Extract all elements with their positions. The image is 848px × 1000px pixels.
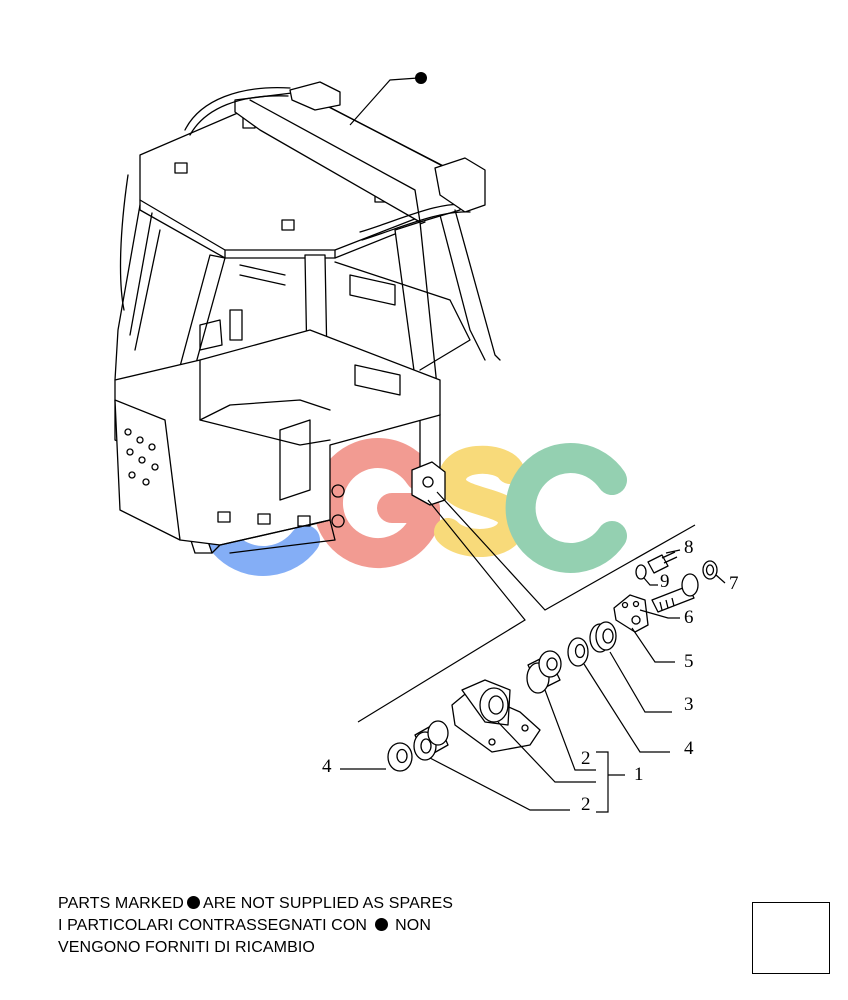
part-6-pin — [651, 573, 699, 613]
part-9-washer — [635, 564, 647, 580]
note-italian-end: NON — [395, 917, 431, 934]
exploded-components — [387, 551, 718, 772]
watermark-c-green — [505, 443, 627, 573]
part-7-ring — [702, 560, 718, 580]
top-marker-leader — [349, 72, 427, 126]
note-line-english: PARTS MARKED ARE NOT SUPPLIED AS SPARES — [58, 893, 453, 915]
not-supplied-dot-icon — [415, 72, 427, 84]
callout-2-lower: 2 — [581, 794, 591, 815]
note-english-end: ARE NOT SUPPLIED AS SPARES — [202, 895, 454, 912]
part-8-bolt — [647, 551, 678, 574]
handrail — [184, 86, 291, 131]
note-italian-start: I PARTICOLARI CONTRASSEGNATI CON — [58, 917, 368, 934]
note-line-italian-1: I PARTICOLARI CONTRASSEGNATI CON NON — [58, 915, 453, 937]
top-bracket-front — [434, 157, 486, 213]
callout-2-upper: 2 — [581, 748, 591, 769]
part-4-washer-left — [387, 742, 413, 772]
next-page-button[interactable] — [752, 902, 830, 974]
note-line-italian-2: VENGONO FORNITI DI RICAMBIO — [58, 939, 315, 956]
operator-cab-assembly — [114, 81, 501, 554]
part-3-flanged-bushing — [589, 621, 617, 653]
part-4-washer-right — [567, 637, 589, 667]
callout-3: 3 — [684, 694, 694, 715]
part-2-bushing-lower — [413, 720, 449, 761]
callout-4-right: 4 — [684, 738, 694, 759]
watermark-s-yellow — [434, 445, 527, 557]
front-right-pillar — [394, 221, 441, 479]
callout-1: 1 — [634, 764, 644, 785]
callout-leaders — [340, 549, 726, 813]
callout-5: 5 — [684, 651, 694, 672]
callout-8: 8 — [684, 537, 694, 558]
note-english-start: PARTS MARKED — [58, 895, 184, 912]
watermark-g-red — [312, 438, 440, 568]
part-2-bushing-upper — [526, 650, 562, 694]
left-side-panel — [114, 399, 181, 541]
callout-9: 9 — [660, 571, 670, 592]
explosion-leaders — [357, 491, 696, 723]
callout-6: 6 — [684, 607, 694, 628]
top-bracket-rear — [289, 81, 341, 111]
bullet-dot-icon — [186, 896, 200, 909]
part-1-housing — [451, 679, 541, 753]
bullet-dot-icon — [374, 918, 388, 931]
callout-7: 7 — [729, 573, 739, 594]
part-5-plate — [613, 594, 649, 633]
callout-4-left: 4 — [322, 756, 332, 777]
spares-note: PARTS MARKED ARE NOT SUPPLIED AS SPARES I… — [58, 893, 453, 959]
